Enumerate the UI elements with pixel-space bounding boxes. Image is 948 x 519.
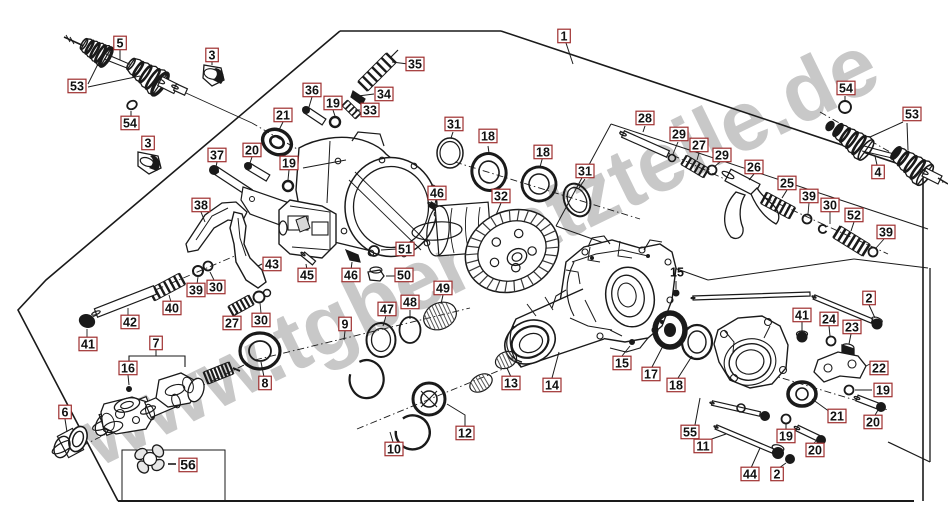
svg-text:6: 6 (62, 405, 69, 419)
svg-text:15: 15 (670, 265, 684, 279)
svg-text:10: 10 (387, 442, 401, 456)
svg-text:39: 39 (802, 189, 816, 203)
svg-text:39: 39 (189, 283, 203, 297)
svg-text:45: 45 (300, 268, 314, 282)
svg-text:46: 46 (430, 186, 444, 200)
svg-text:51: 51 (398, 242, 412, 256)
svg-text:19: 19 (282, 156, 296, 170)
svg-text:33: 33 (363, 103, 377, 117)
svg-text:40: 40 (165, 301, 179, 315)
svg-text:28: 28 (638, 111, 652, 125)
svg-text:13: 13 (504, 376, 518, 390)
svg-text:18: 18 (481, 129, 495, 143)
svg-text:20: 20 (808, 443, 822, 457)
svg-text:36: 36 (305, 83, 319, 97)
svg-text:8: 8 (262, 376, 269, 390)
svg-text:2: 2 (866, 291, 873, 305)
svg-text:34: 34 (377, 87, 391, 101)
svg-text:30: 30 (254, 313, 268, 327)
svg-text:18: 18 (669, 378, 683, 392)
svg-text:54: 54 (123, 116, 137, 130)
svg-text:3: 3 (145, 136, 152, 150)
svg-text:44: 44 (743, 467, 757, 481)
svg-text:31: 31 (578, 164, 592, 178)
svg-text:30: 30 (823, 198, 837, 212)
svg-text:18: 18 (536, 145, 550, 159)
svg-text:53: 53 (905, 107, 919, 121)
svg-text:23: 23 (845, 320, 859, 334)
svg-text:54: 54 (839, 81, 853, 95)
svg-text:48: 48 (403, 295, 417, 309)
svg-text:4: 4 (875, 165, 882, 179)
svg-text:47: 47 (380, 302, 394, 316)
svg-text:19: 19 (876, 383, 890, 397)
svg-text:14: 14 (545, 378, 559, 392)
svg-text:29: 29 (715, 148, 729, 162)
svg-text:21: 21 (830, 409, 844, 423)
svg-text:27: 27 (692, 138, 706, 152)
svg-text:7: 7 (153, 336, 160, 350)
svg-text:16: 16 (121, 361, 135, 375)
svg-text:12: 12 (458, 426, 472, 440)
svg-text:25: 25 (780, 176, 794, 190)
svg-text:2: 2 (774, 467, 781, 481)
svg-text:53: 53 (70, 79, 84, 93)
svg-text:17: 17 (644, 367, 658, 381)
svg-text:37: 37 (210, 148, 224, 162)
svg-text:5: 5 (117, 36, 124, 50)
svg-text:15: 15 (615, 356, 629, 370)
svg-text:41: 41 (81, 337, 95, 351)
svg-text:19: 19 (779, 429, 793, 443)
svg-text:22: 22 (872, 361, 886, 375)
svg-text:35: 35 (408, 57, 422, 71)
svg-text:30: 30 (209, 280, 223, 294)
svg-text:49: 49 (436, 281, 450, 295)
svg-text:55: 55 (683, 425, 697, 439)
svg-text:43: 43 (265, 257, 279, 271)
svg-text:21: 21 (276, 108, 290, 122)
svg-text:31: 31 (447, 117, 461, 131)
svg-text:41: 41 (795, 308, 809, 322)
svg-text:38: 38 (194, 198, 208, 212)
svg-text:27: 27 (225, 316, 239, 330)
svg-text:20: 20 (866, 415, 880, 429)
svg-text:39: 39 (879, 225, 893, 239)
svg-text:29: 29 (672, 127, 686, 141)
svg-text:3: 3 (209, 48, 216, 62)
svg-text:50: 50 (397, 268, 411, 282)
svg-text:24: 24 (822, 312, 836, 326)
svg-text:56: 56 (180, 456, 196, 472)
svg-text:52: 52 (847, 208, 861, 222)
svg-text:42: 42 (123, 315, 137, 329)
svg-text:19: 19 (326, 96, 340, 110)
svg-text:46: 46 (344, 268, 358, 282)
svg-text:20: 20 (245, 143, 259, 157)
svg-text:1: 1 (561, 29, 568, 43)
svg-text:9: 9 (342, 317, 349, 331)
svg-text:26: 26 (747, 160, 761, 174)
svg-text:32: 32 (494, 189, 508, 203)
svg-text:11: 11 (696, 439, 709, 453)
